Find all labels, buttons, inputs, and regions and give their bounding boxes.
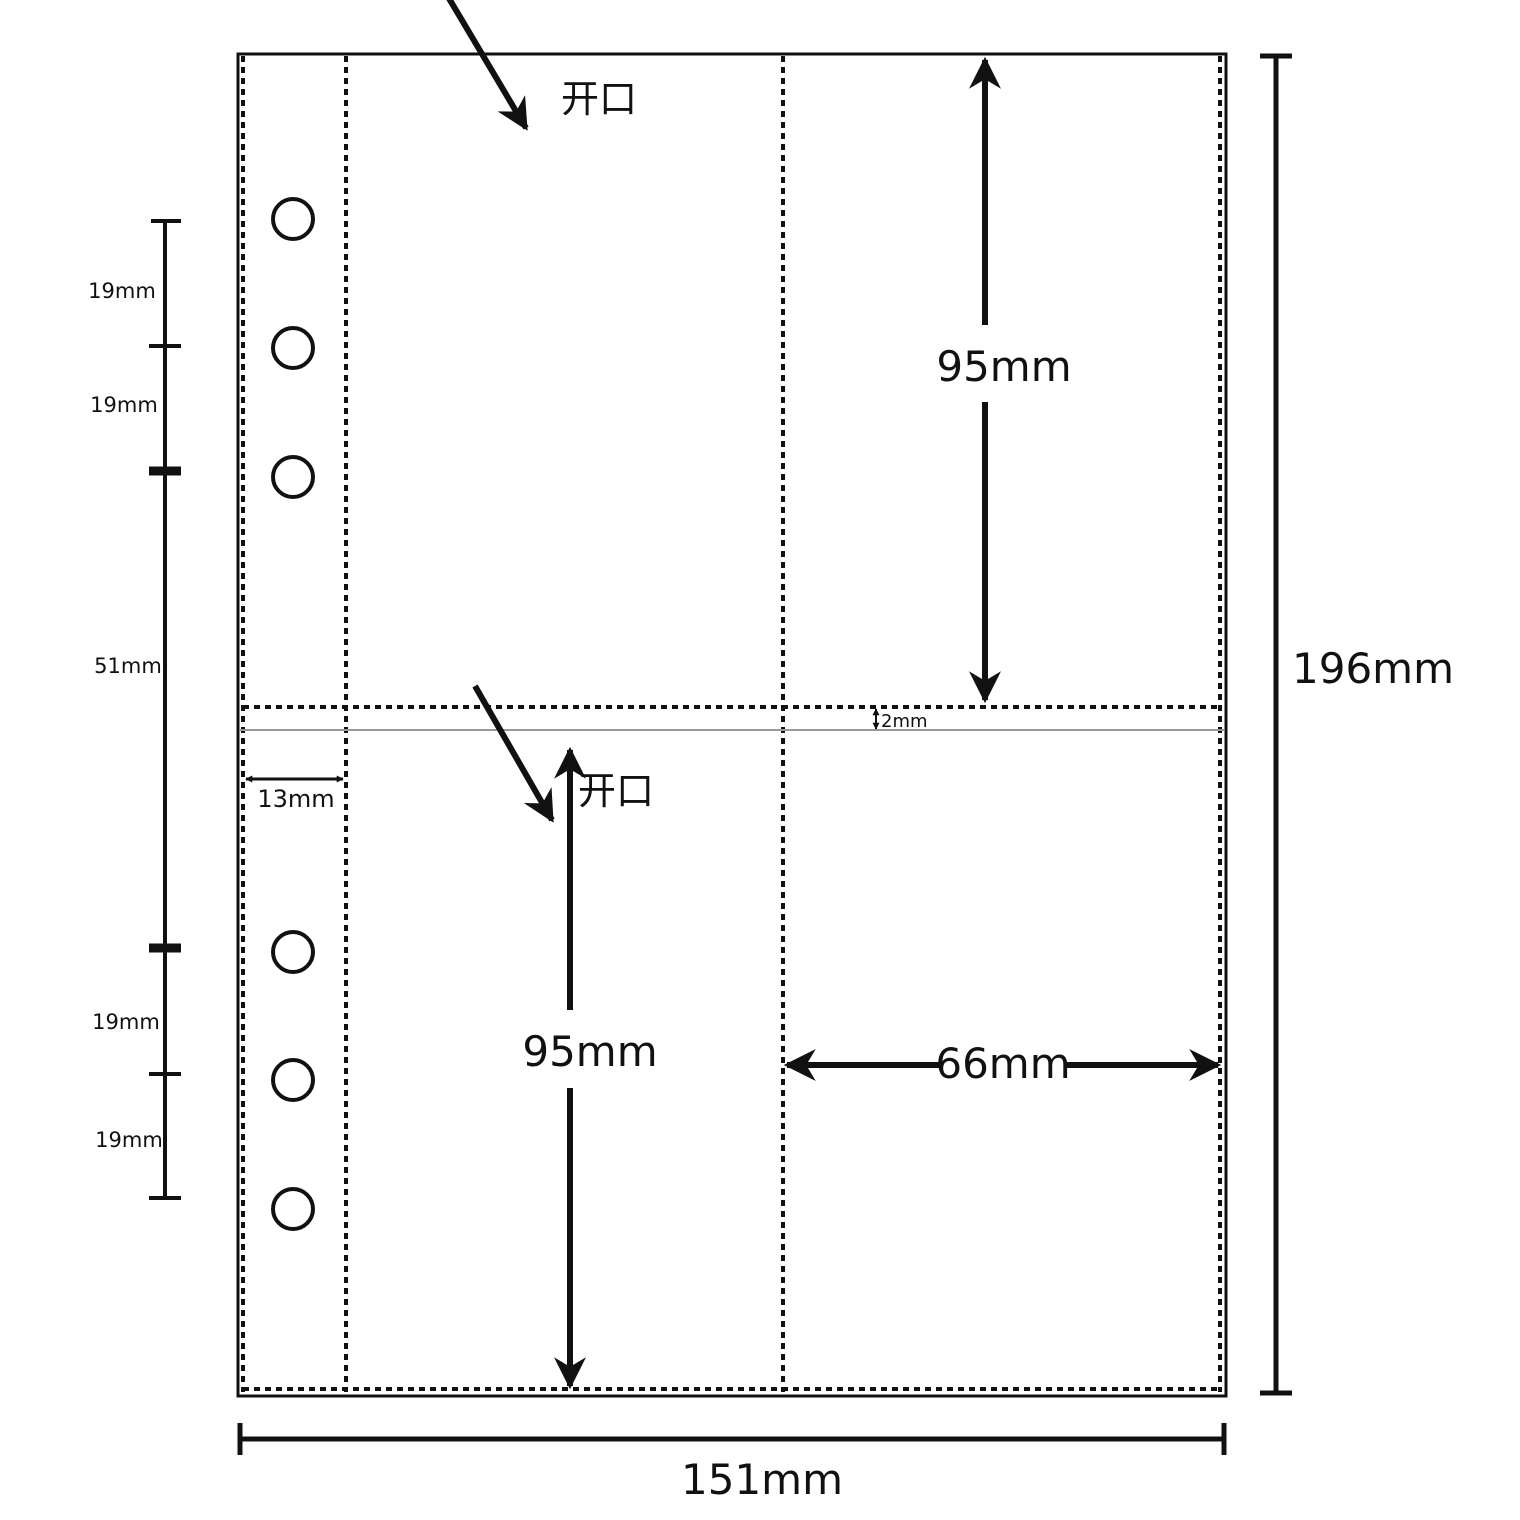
- binder-hole: [271, 197, 315, 241]
- hole-spacing-label: 19mm: [90, 393, 158, 417]
- hole-spacing-label: 19mm: [92, 1010, 160, 1034]
- binder-hole: [271, 455, 315, 499]
- seam-gap-label: 2mm: [881, 711, 928, 732]
- sheet-outline: [236, 52, 1228, 1398]
- binder-hole: [271, 1058, 315, 1102]
- sheet-width-dimension: [237, 1423, 1227, 1455]
- binder-hole: [271, 930, 315, 974]
- binder-hole: [271, 326, 315, 370]
- pocket-width-label: 66mm: [935, 1039, 1070, 1088]
- binder-hole: [271, 1187, 315, 1231]
- sheet-width-label: 151mm: [681, 1455, 843, 1504]
- opening-arrow-top: [446, 0, 529, 131]
- hole-spacing-label: 51mm: [94, 654, 162, 678]
- hole-spacing-label: 19mm: [88, 279, 156, 303]
- opening-label-bottom: 开口: [578, 769, 654, 813]
- opening-arrow-bottom: [472, 684, 555, 823]
- binder-holes: [271, 197, 315, 1231]
- pocket-height-label-top: 95mm: [936, 342, 1071, 391]
- sheet-height-dimension: [1260, 53, 1292, 1396]
- hole-spacing-ruler: [149, 219, 181, 1200]
- sheet-height-label: 196mm: [1292, 644, 1454, 693]
- opening-label-top: 开口: [561, 77, 637, 121]
- binding-strip-label: 13mm: [257, 785, 334, 813]
- pocket-height-label-bottom: 95mm: [522, 1027, 657, 1076]
- hole-spacing-label: 19mm: [95, 1128, 163, 1152]
- dotted-seams: [241, 56, 1222, 1392]
